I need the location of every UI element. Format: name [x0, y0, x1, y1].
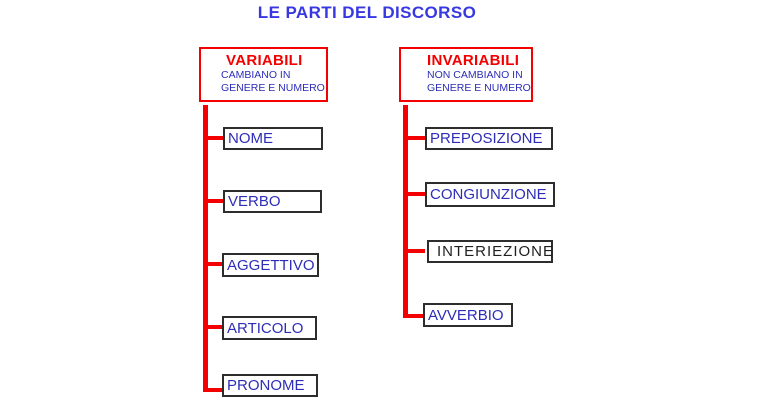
variabili-heading: VARIABILI [226, 52, 303, 69]
item-aggettivo: AGGETTIVO [222, 253, 319, 277]
variabili-subtitle-line1: CAMBIANO IN [221, 69, 291, 81]
connector-tick-interiezione [406, 249, 425, 253]
connector-tick-congiunzione [406, 192, 425, 196]
page-title: LE PARTI DEL DISCORSO [257, 3, 477, 22]
item-articolo: ARTICOLO [222, 316, 317, 340]
invariabili-heading: INVARIABILI [427, 52, 520, 69]
connector-tick-articolo [206, 325, 223, 329]
item-pronome: PRONOME [222, 374, 318, 397]
item-congiunzione: CONGIUNZIONE [425, 182, 555, 207]
item-nome: NOME [223, 127, 323, 150]
variabili-subtitle-line2: GENERE E NUMERO [221, 82, 325, 94]
item-interiezione: INTERIEZIONE [427, 240, 553, 263]
connector-tick-aggettivo [206, 262, 223, 266]
item-verbo: VERBO [223, 190, 322, 213]
invariabili-header-box: INVARIABILI NON CAMBIANO IN GENERE E NUM… [399, 47, 533, 102]
variabili-branch-line [203, 105, 208, 392]
connector-tick-verbo [206, 199, 223, 203]
connector-tick-preposizione [406, 136, 425, 140]
invariabili-subtitle-line1: NON CAMBIANO IN [427, 69, 523, 81]
connector-tick-avverbio [406, 314, 425, 318]
invariabili-branch-line [403, 105, 408, 318]
connector-tick-nome [206, 136, 223, 140]
connector-tick-pronome [206, 388, 223, 392]
item-preposizione: PREPOSIZIONE [425, 127, 553, 150]
item-avverbio: AVVERBIO [423, 303, 513, 327]
invariabili-subtitle-line2: GENERE E NUMERO [427, 82, 531, 94]
variabili-header-box: VARIABILI CAMBIANO IN GENERE E NUMERO [199, 47, 328, 102]
